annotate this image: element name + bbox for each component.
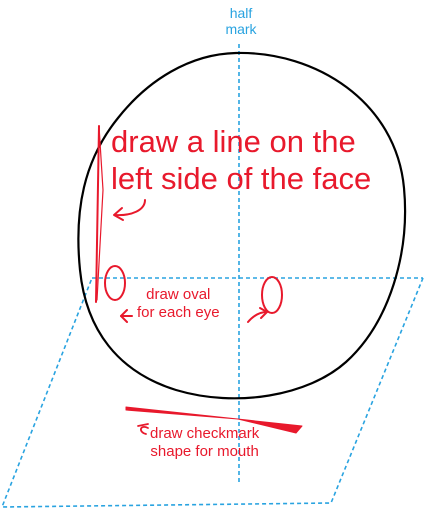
eye-label-arrow: [120, 309, 133, 323]
left-line-arrow: [113, 199, 146, 221]
right-eye-oval: [261, 276, 283, 314]
mouth-instruction: draw checkmark shape for mouth: [150, 425, 259, 461]
perspective-plane-guide: [0, 277, 424, 508]
left-line-tip: [96, 125, 104, 301]
half-mark-line-2: mark: [225, 21, 257, 37]
right-eye-arrow: [247, 307, 268, 323]
mouth-label-arrow: [137, 423, 149, 435]
left-eye-oval: [104, 265, 126, 301]
half-mark-line-1: half: [229, 5, 253, 21]
left-side-line: [95, 125, 100, 303]
half-mark-label: half mark: [219, 5, 263, 37]
head-outline: [77, 51, 407, 400]
left-line-instruction: draw a line on the left side of the face: [111, 123, 371, 197]
mouth-instruction-2: shape for mouth: [150, 443, 259, 460]
eye-oval-instruction-2: for each eye: [137, 304, 220, 321]
left-line-instruction-2: left side of the face: [111, 161, 372, 196]
left-line-instruction-1: draw a line on the: [111, 124, 356, 159]
mouth-instruction-1: draw checkmark: [150, 425, 260, 442]
eye-oval-instruction-1: draw oval: [146, 286, 211, 303]
eye-oval-instruction: draw oval for each eye: [137, 286, 220, 322]
checkmark-mouth: [125, 406, 303, 434]
